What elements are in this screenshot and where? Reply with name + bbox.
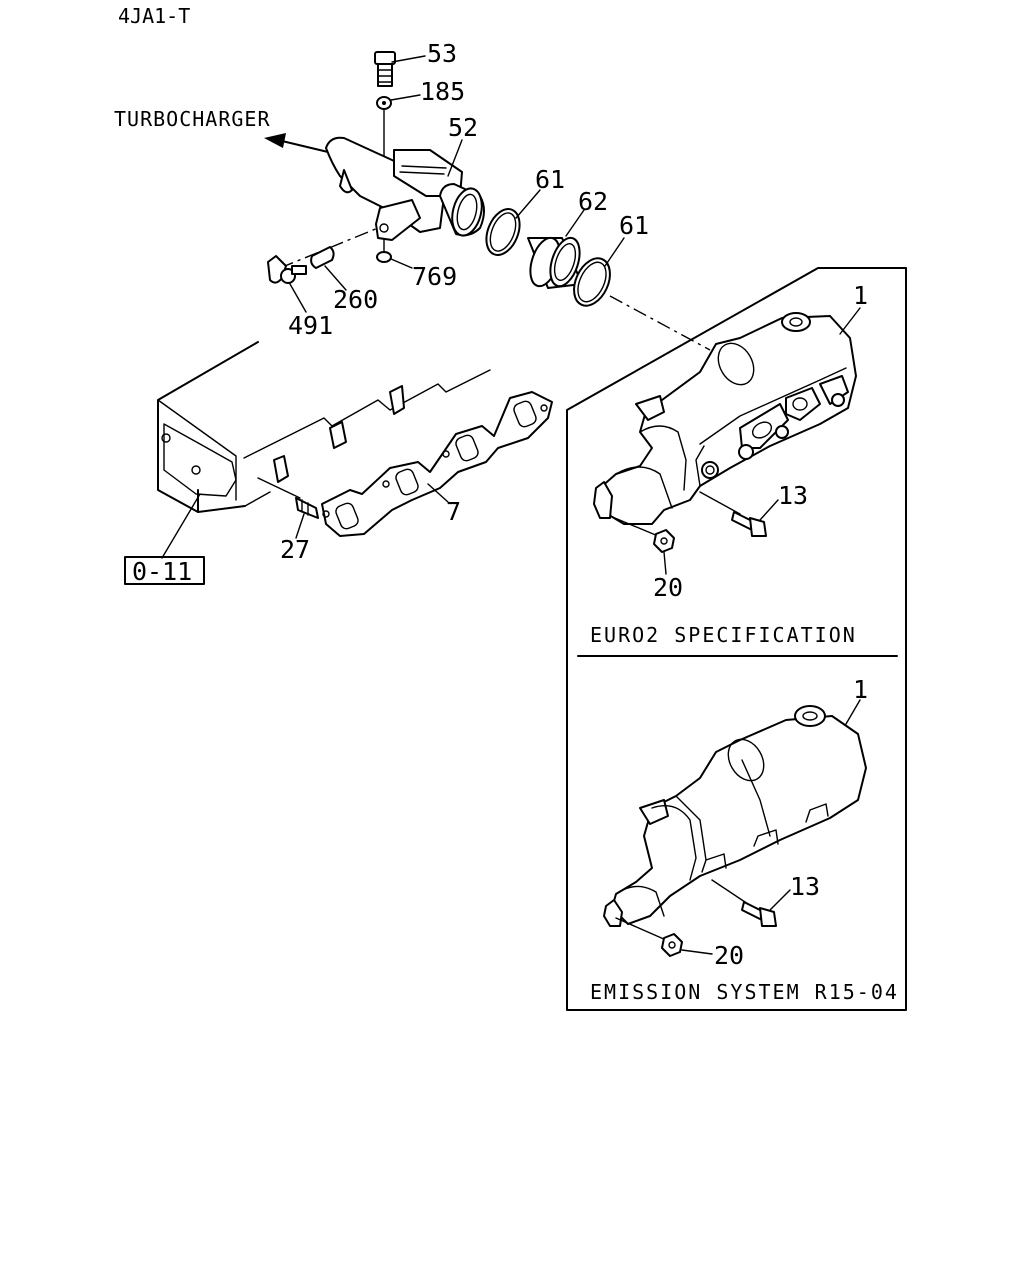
callout-1-top: 1 <box>853 281 868 310</box>
bolt-13-bottom <box>741 901 777 927</box>
callout-61-b: 61 <box>619 211 649 240</box>
callout-13-bottom: 13 <box>790 872 820 901</box>
variant-panels <box>566 267 907 1011</box>
washer-185 <box>376 96 392 110</box>
turbocharger-arrow <box>264 133 329 153</box>
callout-62: 62 <box>578 187 608 216</box>
caption-euro2: EURO2 SPECIFICATION <box>590 623 857 647</box>
nut-20-top <box>653 529 675 553</box>
exhaust-manifold-1-emission <box>603 705 867 927</box>
model-label: 4JA1-T <box>118 4 190 28</box>
callout-61-a: 61 <box>535 165 565 194</box>
stud-27 <box>295 497 319 519</box>
callout-20-top: 20 <box>653 573 683 602</box>
clamp-61-second <box>573 257 611 307</box>
hose-62 <box>527 236 583 289</box>
reference-label: 0-11 <box>132 557 192 586</box>
callout-260: 260 <box>333 285 378 314</box>
bolt-53 <box>374 51 396 87</box>
bolt-13-top <box>731 511 767 537</box>
callout-185: 185 <box>420 77 465 106</box>
gasket-7 <box>321 391 553 537</box>
sensor-491 <box>267 255 307 284</box>
callout-769: 769 <box>412 262 457 291</box>
cylinder-head <box>157 341 491 513</box>
reference-box <box>124 556 205 585</box>
nut-20-bottom <box>661 933 683 957</box>
callout-1-bottom: 1 <box>853 675 868 704</box>
sleeve-260 <box>310 246 335 269</box>
exhaust-pipe-52 <box>325 136 485 241</box>
clamp-61-first <box>485 208 521 256</box>
exhaust-manifold-1-euro2 <box>593 312 857 525</box>
callout-52: 52 <box>448 113 478 142</box>
callout-491: 491 <box>288 311 333 340</box>
turbocharger-label: TURBOCHARGER <box>114 107 271 131</box>
callout-7: 7 <box>446 497 461 526</box>
callout-13-top: 13 <box>778 481 808 510</box>
callout-20-bottom: 20 <box>714 941 744 970</box>
callout-53: 53 <box>427 39 457 68</box>
caption-emission: EMISSION SYSTEM R15-04 <box>590 980 899 1004</box>
washer-769 <box>376 251 392 263</box>
callout-27: 27 <box>280 535 310 564</box>
